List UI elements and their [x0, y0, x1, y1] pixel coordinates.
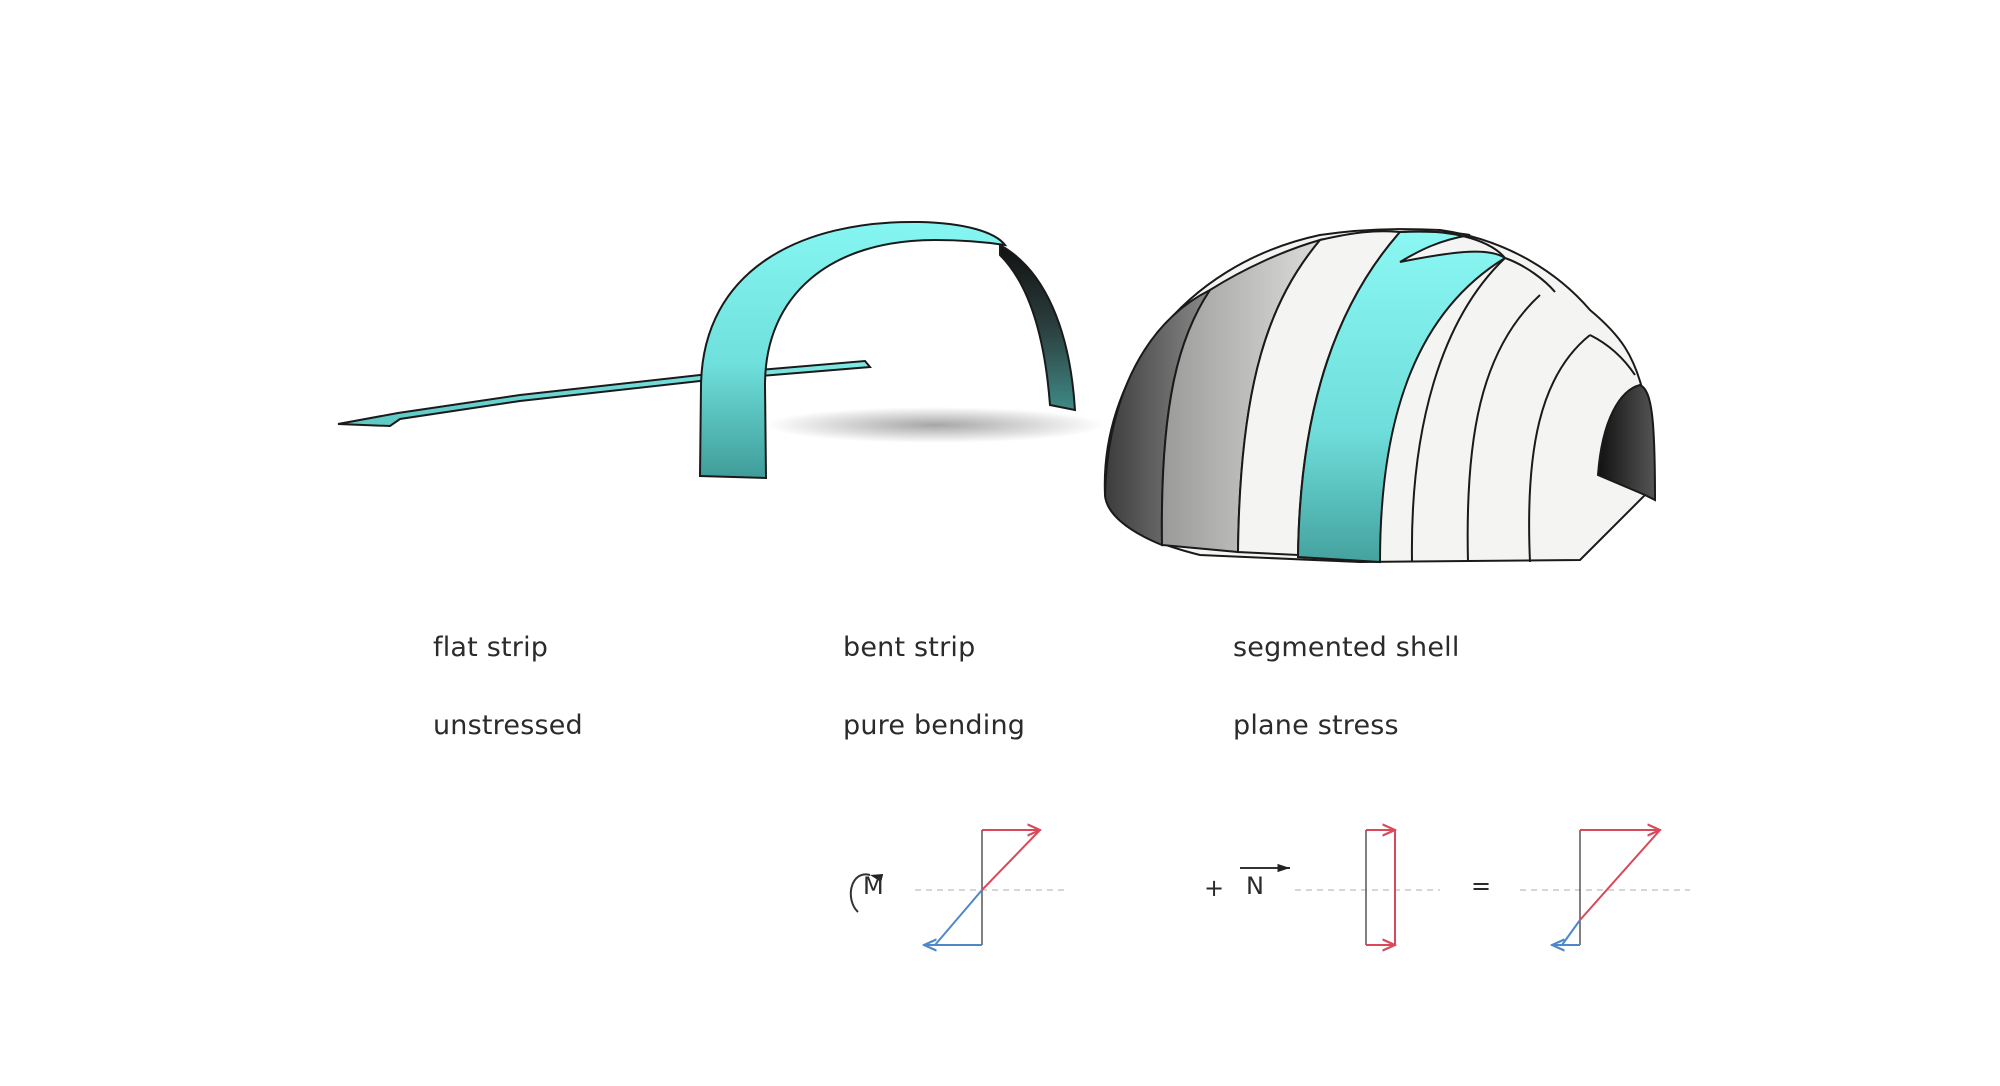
bent-strip-model [698, 220, 1105, 480]
segmented-shell-label: segmented shell [1233, 632, 1460, 663]
pure-bending-label: pure bending [843, 710, 1026, 741]
plane-stress-label: plane stress [1233, 710, 1399, 741]
force-symbol: N [1246, 872, 1264, 900]
flat-strip-label: flat strip [433, 632, 549, 663]
combined-stress-diagram [1520, 830, 1690, 945]
unstressed-label: unstressed [433, 710, 583, 741]
plus-symbol: + [1204, 874, 1225, 902]
moment-arrow-icon [849, 873, 884, 913]
moment-symbol: M [863, 872, 884, 900]
equals-symbol: = [1471, 872, 1492, 900]
axial-stress-diagram [1240, 830, 1440, 945]
bent-strip-label: bent strip [843, 632, 976, 663]
bending-stress-diagram [849, 830, 1065, 945]
segmented-shell-model [1103, 228, 1657, 564]
